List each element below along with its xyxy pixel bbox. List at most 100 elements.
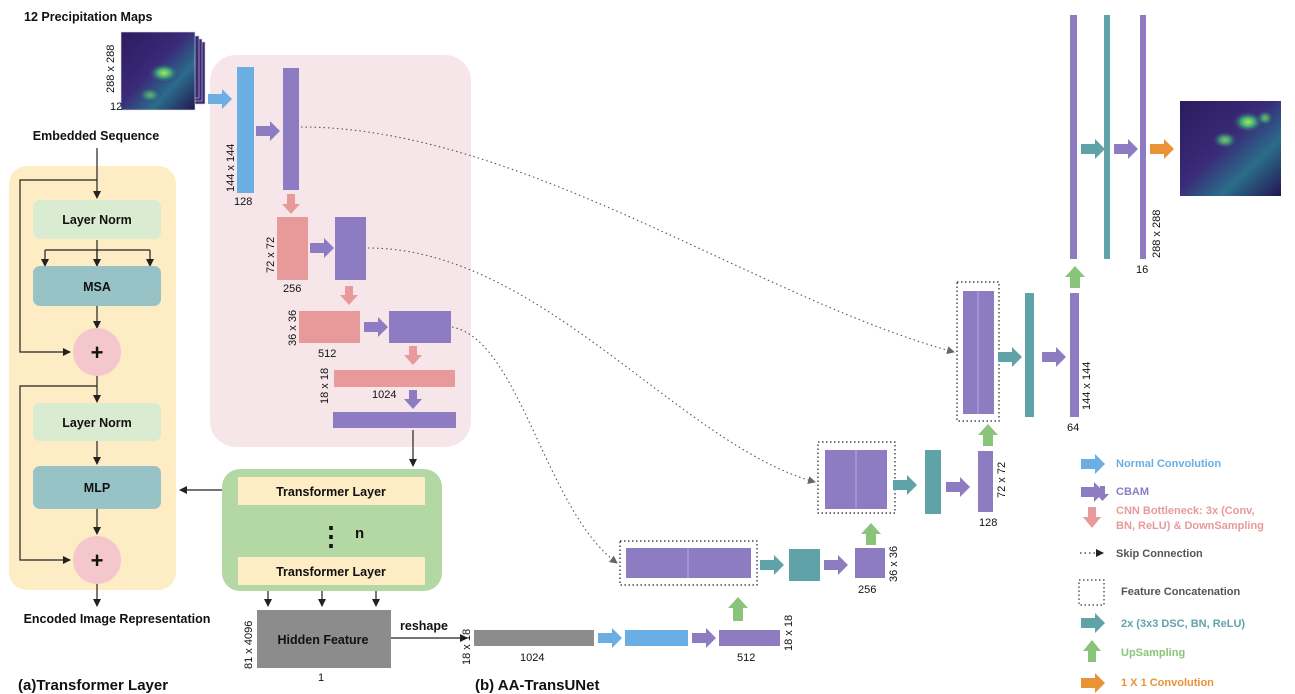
legend: Normal Convolution CBAM CNN Bottleneck: … — [1078, 454, 1264, 693]
add-1-circle — [73, 328, 121, 376]
add-2-symbol: + — [91, 548, 104, 573]
input-normal-conv-arrow — [208, 89, 232, 109]
dec-cbam-2-arrow — [946, 477, 970, 497]
dec-concat-3-box — [956, 281, 1000, 422]
transformer-layer-bottom-label: Transformer Layer — [276, 565, 386, 579]
dec-cbam-2-block — [978, 451, 993, 512]
enc-l3-cbam-block — [389, 311, 451, 343]
enc-l3-cbam-arrow — [364, 317, 388, 337]
dec-dsc-4-arrow — [1081, 139, 1105, 159]
legend-upsample-label: UpSampling — [1121, 647, 1185, 659]
hidden-feature-block — [257, 610, 391, 668]
input-title: 12 Precipitation Maps — [24, 10, 153, 24]
enc-l3-dim-label: 36 x 36 — [287, 310, 299, 346]
dec-dsc-2-arrow — [893, 475, 917, 495]
dec-l3-channels: 64 — [1067, 422, 1079, 434]
hidden-feature: Hidden Feature 81 x 4096 1 reshape — [243, 610, 468, 684]
encoder: 12 Precipitation Maps 288 x 288 12 144 x… — [24, 10, 471, 447]
msa-label: MSA — [83, 280, 111, 294]
transformer-layer-caption: (a)Transformer Layer — [18, 677, 168, 694]
enc-l2-channels-label: 256 — [283, 283, 301, 295]
dec-normal-conv-arrow — [598, 628, 622, 648]
transformer-layer-top-label: Transformer Layer — [276, 485, 386, 499]
dec-dsc-2-block — [925, 450, 941, 514]
add-2-circle — [73, 536, 121, 584]
dec-l2-dim: 72 x 72 — [996, 462, 1008, 498]
msa-box — [33, 266, 161, 306]
legend-onebyone-convolution: 1 X 1 Convolution — [1081, 673, 1214, 693]
dec-bottom-dim-left: 18 x 18 — [461, 629, 473, 665]
legend-concat-label: Feature Concatenation — [1121, 586, 1240, 598]
mlp-box — [33, 466, 161, 509]
enc-l1-cbam-block — [283, 68, 299, 190]
enc-l4-bottleneck-block — [334, 370, 455, 387]
dec-dsc-3-block — [1025, 293, 1034, 417]
output-precipitation-map — [1180, 101, 1281, 196]
enc-l3-channels-label: 512 — [318, 348, 336, 360]
dec-upsample-2-arrow — [861, 523, 881, 545]
layer-norm-1-label: Layer Norm — [62, 213, 131, 227]
enc-l2-bottleneck-arrow — [340, 286, 358, 305]
enc-l4-dim-label: 18 x 18 — [319, 368, 331, 404]
transformer-layer-top-box — [238, 477, 425, 505]
transformer-flow-lines — [19, 148, 154, 607]
enc-l2-cbam-arrow — [310, 238, 334, 258]
dec-dsc-1-arrow — [760, 555, 784, 575]
skip-connection-1 — [300, 126, 955, 355]
enc-l2-bottleneck-block — [277, 217, 308, 280]
dec-dsc-1-block — [789, 549, 820, 581]
embedded-sequence-label: Embedded Sequence — [33, 129, 159, 143]
dec-bottom-dim-right: 18 x 18 — [783, 615, 795, 651]
dec-upsample-3-arrow — [978, 424, 998, 446]
legend-skip-label: Skip Connection — [1116, 548, 1203, 560]
dec-cbam-4-block — [1140, 15, 1146, 259]
legend-normal-convolution: Normal Convolution — [1081, 454, 1221, 474]
legend-skip-connection: Skip Connection — [1080, 548, 1203, 560]
dec-l2-channels: 128 — [979, 517, 997, 529]
input-precipitation-stack — [120, 31, 206, 111]
legend-dsc: 2x (3x3 DSC, BN, ReLU) — [1081, 613, 1245, 633]
dec-upsample-1-arrow — [728, 597, 748, 621]
enc-l1-cbam-arrow — [256, 121, 280, 141]
enc-l4-channels-label: 1024 — [372, 389, 396, 401]
legend-bottleneck-label-2: BN, ReLU) & DownSampling — [1116, 520, 1264, 532]
enc-l4-cbam-block — [333, 412, 456, 428]
legend-concat-icon — [1078, 579, 1105, 606]
aa-transunet-caption: (b) AA-TransUNet — [475, 677, 599, 694]
hidden-feature-bottom: 1 — [318, 672, 324, 684]
skip-connection-2 — [367, 247, 816, 484]
enc-l3-bottleneck-arrow — [404, 346, 422, 365]
skip-connection-3 — [451, 326, 618, 564]
legend-normal-conv-label: Normal Convolution — [1116, 458, 1221, 470]
enc-l1-dim-label: 144 x 144 — [225, 144, 237, 192]
dec-bottom-channels-out: 512 — [737, 652, 755, 664]
enc-l4-cbam-arrow — [404, 390, 422, 409]
input-size-label: 288 x 288 — [105, 45, 117, 93]
dec-cbam-1-block — [855, 548, 885, 578]
dec-cbam-block — [719, 630, 780, 646]
legend-onebyone-arrow-icon — [1081, 673, 1105, 693]
legend-feature-concatenation: Feature Concatenation — [1078, 579, 1240, 606]
reshape-label: reshape — [400, 619, 448, 633]
legend-bottleneck-label-1: CNN Bottleneck: 3x (Conv, — [1116, 505, 1255, 517]
legend-dsc-label: 2x (3x3 DSC, BN, ReLU) — [1121, 618, 1245, 630]
legend-bottleneck-arrow-icon — [1083, 507, 1101, 528]
hidden-feature-dim: 81 x 4096 — [243, 621, 255, 669]
decoder: 18 x 18 1024 512 18 x 18 256 36 x 36 128… — [461, 15, 1281, 665]
skip-connections — [300, 126, 955, 564]
layer-norm-2-label: Layer Norm — [62, 416, 131, 430]
transformer-n-label: n — [355, 525, 364, 542]
legend-upsampling: UpSampling — [1083, 640, 1185, 662]
legend-onebyone-label: 1 X 1 Convolution — [1121, 677, 1214, 689]
dec-upsample-4-arrow — [1065, 266, 1085, 288]
enc-l3-bottleneck-block — [299, 311, 360, 343]
add-1-symbol: + — [91, 340, 104, 365]
enc-conv-block — [237, 67, 254, 193]
enc-l1-bottleneck-arrow — [282, 194, 300, 214]
layer-norm-1-box — [33, 200, 161, 239]
transformer-layer-panel: Embedded Sequence Layer Norm MSA + Layer… — [9, 129, 210, 694]
dec-bottom-channels: 1024 — [520, 652, 544, 664]
enc-l2-cbam-block — [335, 217, 366, 280]
input-channels-label: 12 — [110, 101, 122, 113]
